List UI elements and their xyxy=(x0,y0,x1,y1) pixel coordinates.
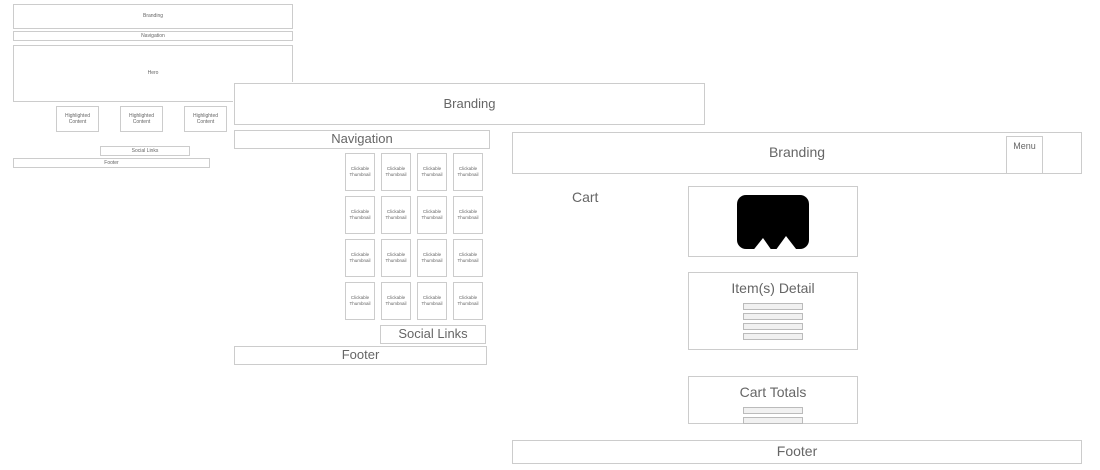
footer-block[interactable]: Footer xyxy=(13,158,210,168)
clickable-thumbnail[interactable]: Clickable Thumbnail xyxy=(417,153,447,191)
cart-totals-title: Cart Totals xyxy=(739,384,807,400)
social-links-block[interactable]: Social Links xyxy=(100,146,190,156)
placeholder-bar xyxy=(743,313,803,320)
clickable-thumbnail[interactable]: Clickable Thumbnail xyxy=(345,239,375,277)
clickable-thumbnail[interactable]: Clickable Thumbnail xyxy=(381,282,411,320)
clickable-thumbnail[interactable]: Clickable Thumbnail xyxy=(453,282,483,320)
wireframe-home-small: Branding Navigation Hero Highlighted Con… xyxy=(0,0,293,175)
footer-block[interactable]: Footer xyxy=(234,346,487,365)
branding-block[interactable]: Branding xyxy=(234,83,705,125)
clickable-thumbnail[interactable]: Clickable Thumbnail xyxy=(381,153,411,191)
clickable-thumbnail[interactable]: Clickable Thumbnail xyxy=(417,239,447,277)
placeholder-bar xyxy=(743,333,803,340)
highlighted-content-block-2[interactable]: Highlighted Content xyxy=(120,106,163,132)
clickable-thumbnail[interactable]: Clickable Thumbnail xyxy=(453,196,483,234)
cart-totals-panel[interactable]: Cart Totals xyxy=(688,376,858,424)
image-placeholder-icon xyxy=(737,194,809,249)
navigation-block[interactable]: Navigation xyxy=(234,130,490,149)
product-image-placeholder[interactable] xyxy=(688,186,858,257)
items-detail-bars xyxy=(689,303,857,340)
clickable-thumbnail[interactable]: Clickable Thumbnail xyxy=(453,239,483,277)
hero-block[interactable]: Hero xyxy=(13,45,293,102)
clickable-thumbnail[interactable]: Clickable Thumbnail xyxy=(381,196,411,234)
clickable-thumbnail[interactable]: Clickable Thumbnail xyxy=(381,239,411,277)
clickable-thumbnail[interactable]: Clickable Thumbnail xyxy=(417,196,447,234)
placeholder-bar xyxy=(743,407,803,414)
clickable-thumbnail[interactable]: Clickable Thumbnail xyxy=(345,282,375,320)
clickable-thumbnail[interactable]: Clickable Thumbnail xyxy=(345,153,375,191)
menu-button[interactable]: Menu xyxy=(1006,136,1043,174)
wireframe-cart: Branding Menu Cart Item(s) Detail Cart T… xyxy=(505,125,1100,470)
placeholder-bar xyxy=(743,323,803,330)
placeholder-bar xyxy=(743,303,803,310)
items-detail-title: Item(s) Detail xyxy=(731,280,815,296)
branding-block[interactable]: Branding xyxy=(512,132,1082,174)
clickable-thumbnail[interactable]: Clickable Thumbnail xyxy=(453,153,483,191)
navigation-block[interactable]: Navigation xyxy=(13,31,293,41)
highlighted-content-block-1[interactable]: Highlighted Content xyxy=(56,106,99,132)
branding-block[interactable]: Branding xyxy=(13,4,293,29)
highlighted-content-block-3[interactable]: Highlighted Content xyxy=(184,106,227,132)
clickable-thumbnail[interactable]: Clickable Thumbnail xyxy=(417,282,447,320)
placeholder-bar xyxy=(743,417,803,424)
social-links-block[interactable]: Social Links xyxy=(380,325,486,344)
cart-totals-bars xyxy=(689,407,857,424)
cart-label: Cart xyxy=(572,189,599,205)
clickable-thumbnail[interactable]: Clickable Thumbnail xyxy=(345,196,375,234)
items-detail-panel[interactable]: Item(s) Detail xyxy=(688,272,858,350)
footer-block[interactable]: Footer xyxy=(512,440,1082,464)
